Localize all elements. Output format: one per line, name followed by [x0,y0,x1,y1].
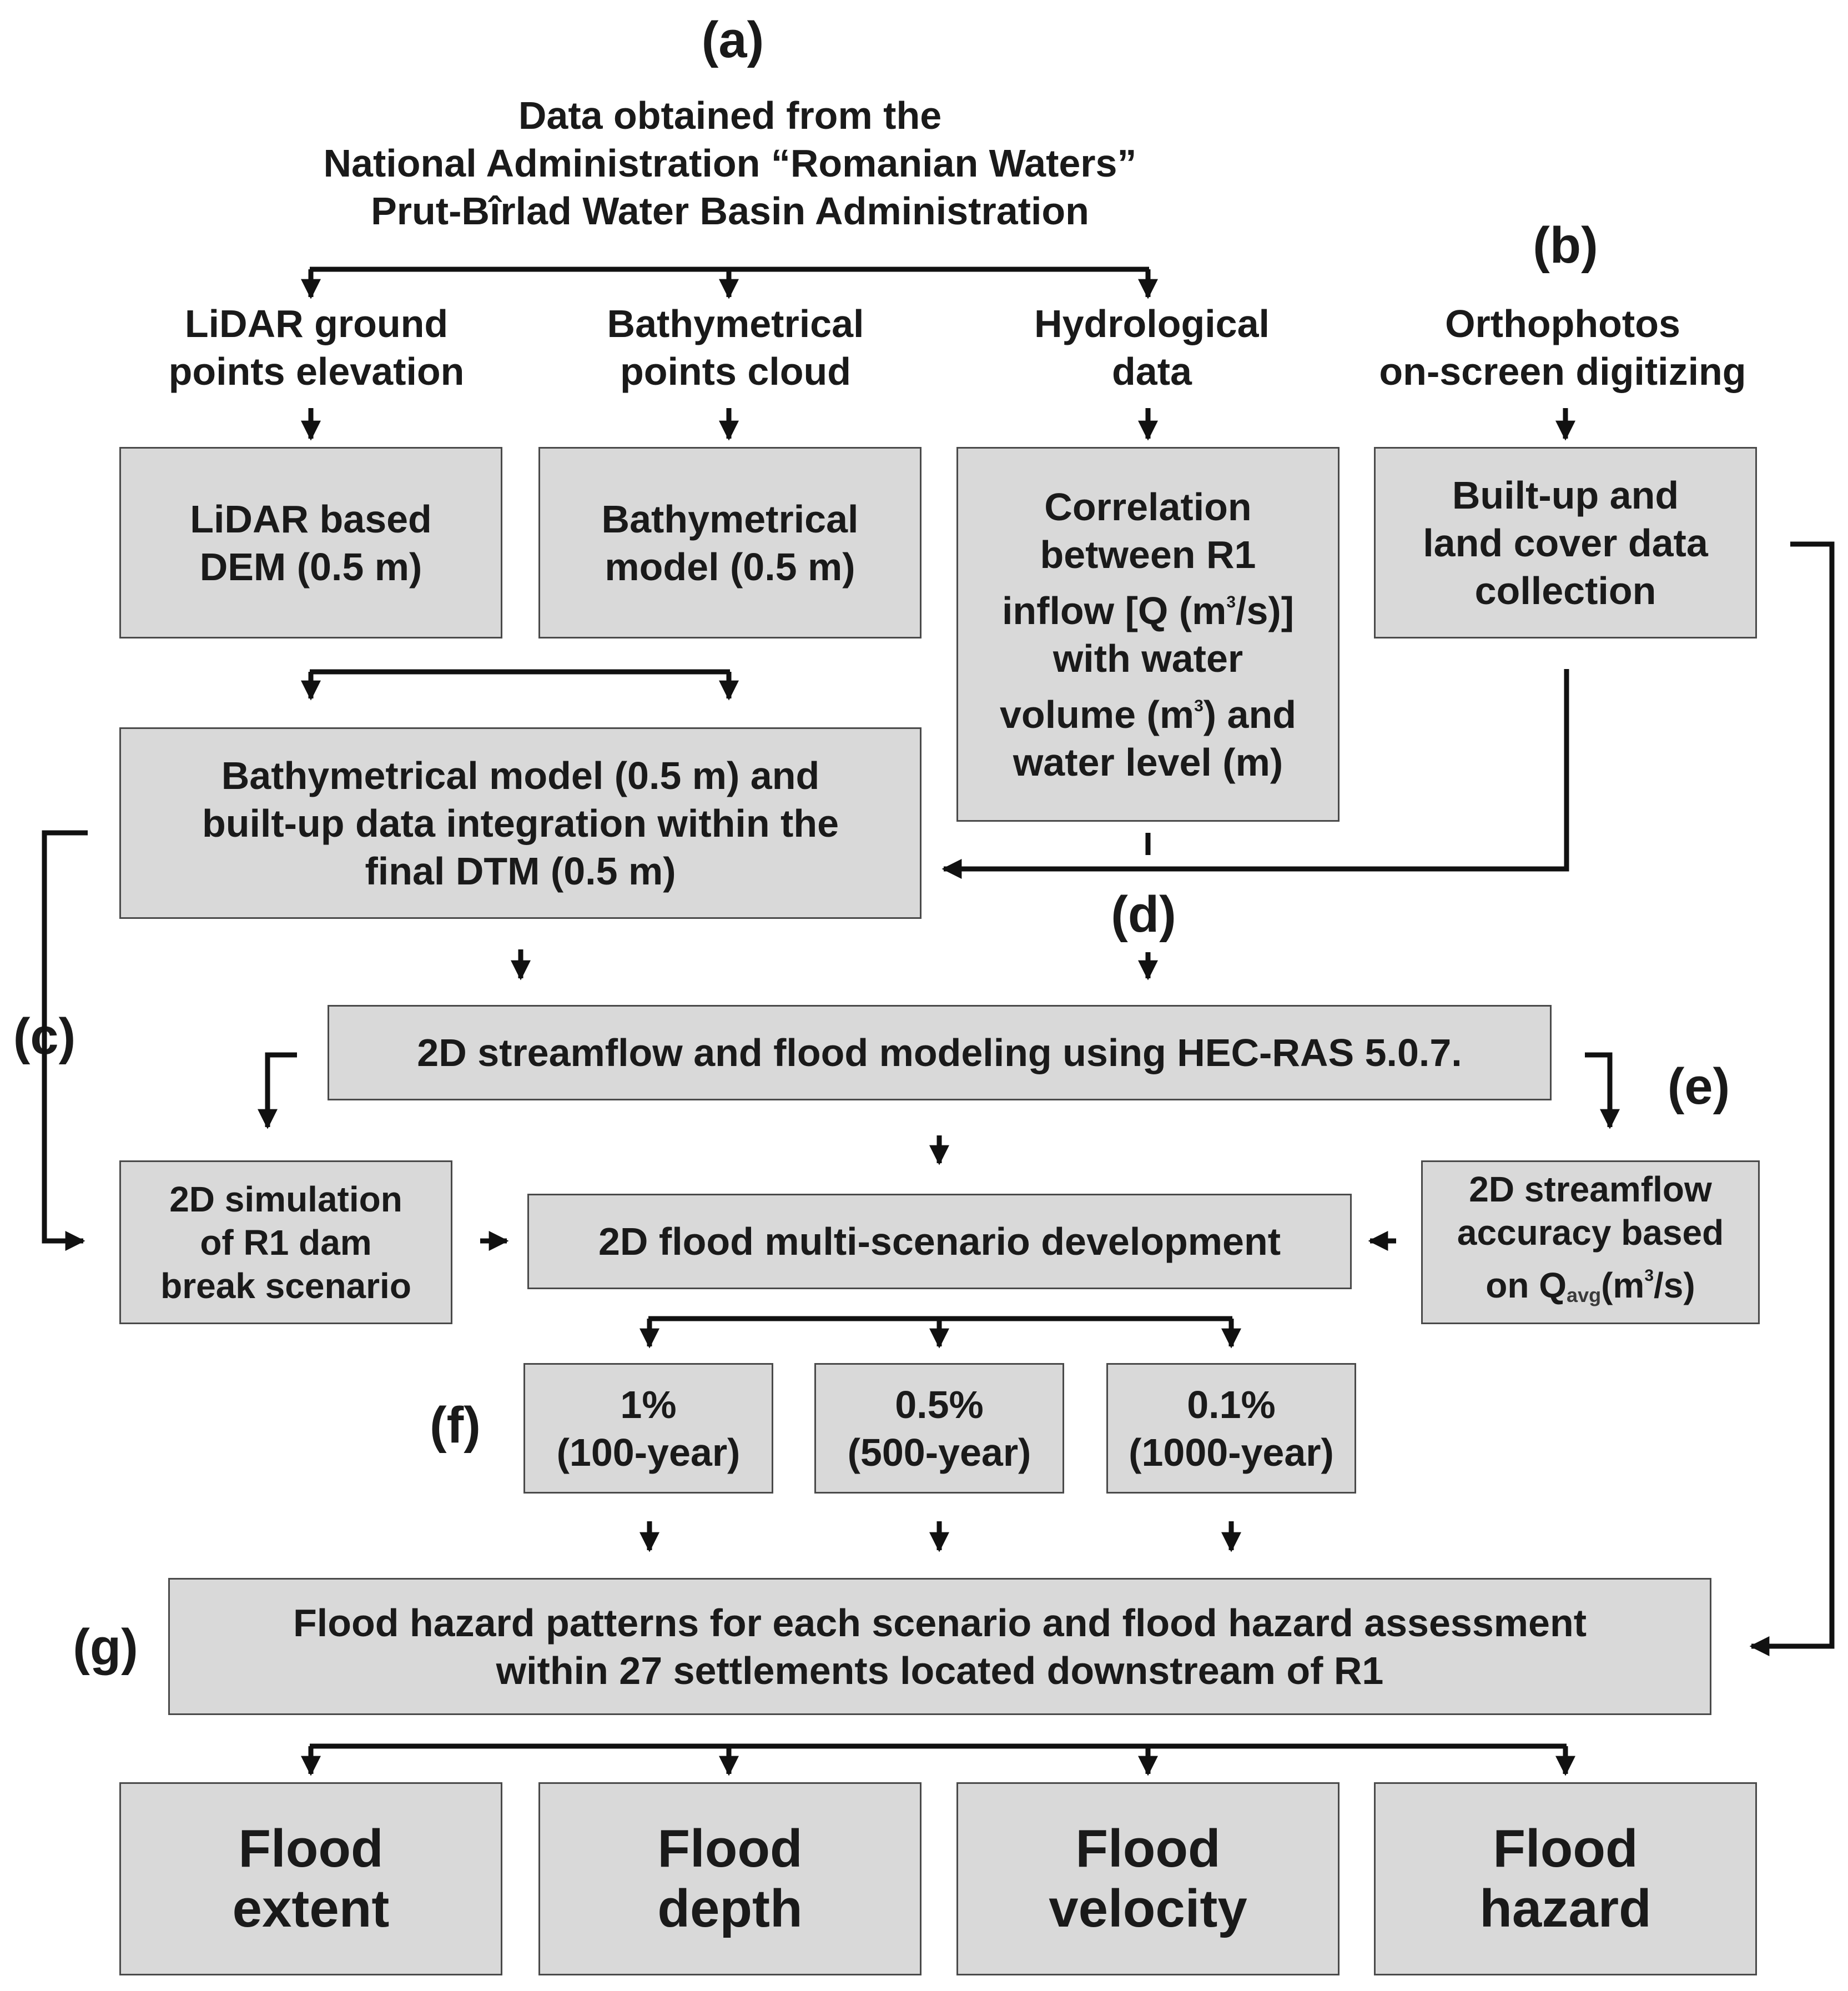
box-flood-velocity: Flood velocity [956,1782,1340,1975]
box-multi-scenario: 2D flood multi-scenario development [527,1194,1352,1289]
box-bathymetrical-model: Bathymetrical model (0.5 m) [538,447,922,638]
label-g: (g) [73,1619,138,1676]
box-flood-extent: Flood extent [119,1782,502,1975]
box-dam-break: 2D simulation of R1 dam break scenario [119,1160,452,1324]
source-line-3: Prut-Bîrlad Water Basin Administration [371,189,1089,233]
label-a: (a) [701,12,764,68]
label-d: (d) [1111,886,1176,943]
label-f: (f) [430,1397,481,1454]
label-b: (b) [1533,217,1598,274]
box-hazard-patterns: Flood hazard patterns for each scenario … [168,1578,1711,1715]
source-line-2: National Administration “Romanian Waters… [323,142,1137,185]
box-dtm-integration: Bathymetrical model (0.5 m) and built-up… [119,727,922,919]
box-scenario-1000yr: 0.1% (1000-year) [1106,1363,1356,1494]
box-scenario-100yr: 1% (100-year) [523,1363,773,1494]
input-orthophotos: Orthophotos on-screen digitizing [1379,302,1746,393]
input-bathymetry: Bathymetrical points cloud [607,302,864,393]
label-e: (e) [1667,1058,1730,1115]
box-builtup-collection: Built-up and land cover data collection [1374,447,1757,638]
box-flood-hazard: Flood hazard [1374,1782,1757,1975]
connector-c [42,830,88,1251]
connector-hecras-to-accuracy [1585,1052,1620,1129]
box-accuracy: 2D streamflow accuracy based on Qavg(m3/… [1421,1160,1760,1324]
data-source-heading: Data obtained from the National Administ… [175,92,1285,235]
input-hydrological: Hydrological data [1034,302,1270,393]
connector-hecras-to-dambreak [258,1052,297,1129]
box-lidar-dem: LiDAR based DEM (0.5 m) [119,447,502,638]
input-lidar: LiDAR ground points elevation [168,302,465,393]
box-scenario-500yr: 0.5% (500-year) [814,1363,1064,1494]
box-correlation: Correlation between R1 inflow [Q (m3/s)]… [956,447,1340,822]
connector-builtup-to-integration [941,669,1569,879]
source-line-1: Data obtained from the [518,94,942,137]
box-flood-depth: Flood depth [538,1782,922,1975]
connector-builtup-to-hazard [1749,541,1835,1656]
box-hecras-modeling: 2D streamflow and flood modeling using H… [328,1005,1552,1100]
